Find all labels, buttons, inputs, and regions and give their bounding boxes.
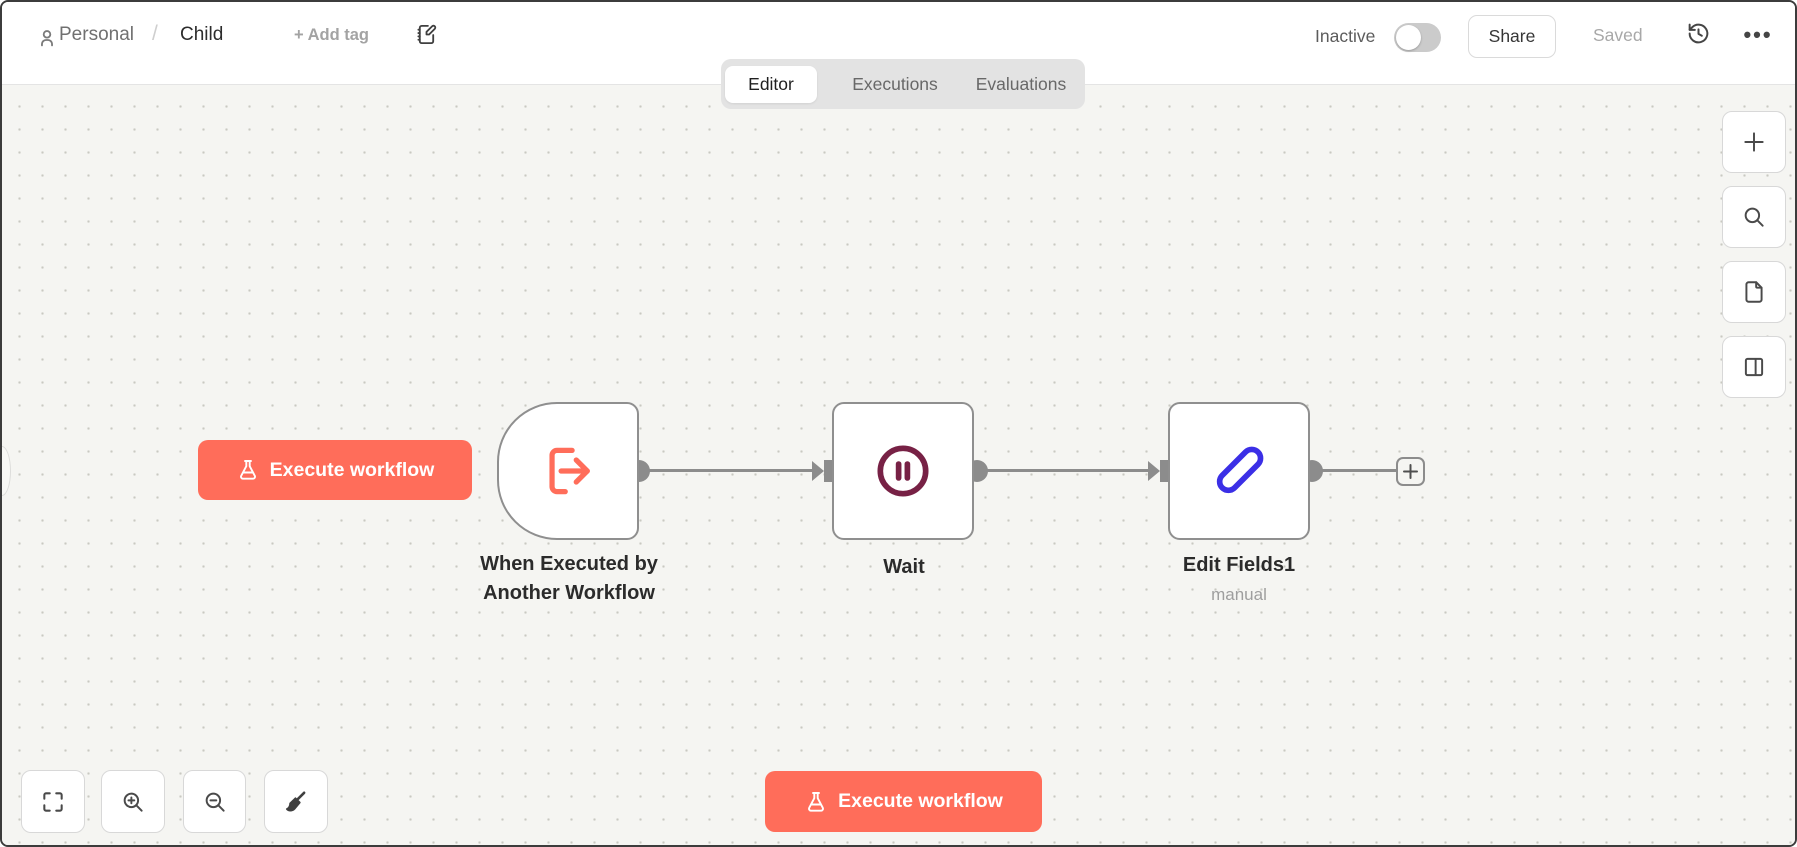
connection-line (977, 469, 1157, 472)
zoom-in-button[interactable] (101, 770, 165, 833)
version-history-icon[interactable] (1686, 21, 1711, 46)
execute-workflow-label: Execute workflow (838, 790, 1003, 812)
connection-arrowhead (1148, 461, 1160, 481)
tab-evaluations[interactable]: Evaluations (975, 73, 1067, 94)
sign-out-arrow-icon (549, 447, 590, 495)
connection-arrowhead (812, 461, 824, 481)
input-connector (1160, 460, 1168, 482)
split-panel-icon (1744, 357, 1764, 377)
node-edit-fields1[interactable] (1168, 402, 1310, 540)
share-button[interactable]: Share (1468, 15, 1556, 58)
tab-editor[interactable]: Editor (725, 65, 817, 103)
activation-status-label: Inactive (1315, 26, 1376, 46)
fit-view-icon (43, 791, 63, 812)
zoom-out-icon (205, 792, 225, 812)
sticky-note-button[interactable] (1722, 261, 1786, 323)
node-label-trigger[interactable]: When Executed by Another Workflow (438, 550, 700, 608)
tab-executions[interactable]: Executions (852, 73, 938, 94)
node-label-edit-fields1[interactable]: Edit Fields1 (1182, 554, 1296, 576)
search-button[interactable] (1722, 186, 1786, 248)
activation-toggle[interactable] (1394, 23, 1441, 52)
execute-workflow-button-canvas[interactable]: Execute workflow (198, 440, 472, 500)
node-label-wait[interactable]: Wait (883, 556, 925, 578)
node-label-line1: When Executed by (480, 553, 658, 575)
zoom-in-icon (123, 792, 143, 812)
execute-workflow-label: Execute workflow (269, 458, 435, 481)
breadcrumb-project[interactable]: Personal (59, 24, 134, 45)
breadcrumb-separator: / (152, 22, 158, 45)
more-options-icon[interactable]: ••• (1743, 22, 1773, 47)
user-icon (41, 30, 53, 47)
notebook-pen-icon[interactable] (415, 23, 438, 46)
view-tabs: Editor Executions Evaluations (721, 59, 1085, 109)
workflow-title[interactable]: Child (180, 24, 224, 45)
node-wait[interactable] (832, 402, 974, 540)
input-connector (824, 460, 832, 482)
fit-view-button[interactable] (21, 770, 85, 833)
add-tag-button[interactable]: + Add tag (294, 26, 370, 44)
plus-icon (1744, 132, 1764, 152)
tidy-up-button[interactable] (264, 770, 328, 833)
connection-line (1312, 469, 1398, 472)
plus-icon (1403, 464, 1418, 479)
file-icon (1745, 281, 1763, 303)
pause-circle-icon (877, 445, 929, 497)
pen-icon (1216, 446, 1264, 494)
search-icon (1744, 207, 1764, 227)
broom-icon (285, 790, 306, 812)
zoom-out-button[interactable] (183, 770, 246, 833)
node-when-executed-by-another-workflow[interactable] (497, 402, 639, 540)
flask-icon (808, 791, 825, 812)
flask-icon (239, 460, 256, 480)
node-subtitle-manual: manual (1211, 585, 1267, 604)
toggle-panel-button[interactable] (1722, 336, 1786, 398)
execute-workflow-button-bottom[interactable]: Execute workflow (765, 771, 1042, 832)
toggle-knob (1396, 25, 1421, 50)
node-label-line2: Another Workflow (483, 582, 655, 604)
saved-status: Saved (1593, 25, 1643, 45)
add-node-endpoint-button[interactable] (1396, 457, 1425, 486)
add-node-button[interactable] (1722, 111, 1786, 173)
connection-line (639, 469, 821, 472)
